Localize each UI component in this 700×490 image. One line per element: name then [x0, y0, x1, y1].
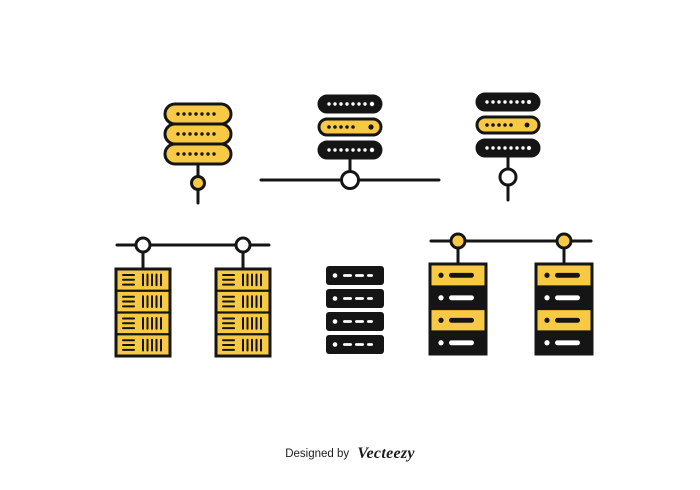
server-bars [475, 92, 541, 158]
server-tower [114, 267, 172, 358]
node-connector [498, 154, 518, 202]
node-circle [234, 236, 252, 254]
server-tower [534, 262, 594, 356]
server-towers-yellow-icon [114, 236, 272, 358]
node-connector [190, 162, 206, 205]
node-circle [555, 232, 573, 250]
server-tower [326, 266, 384, 354]
network-connector [115, 236, 271, 271]
network-connector [429, 232, 593, 266]
server-bars [317, 94, 383, 160]
node-circle [134, 236, 152, 254]
server-tower [214, 267, 272, 358]
node-circle [449, 232, 467, 250]
server-towers-striped-icon [428, 232, 594, 356]
node-circle [340, 170, 360, 190]
node-circle [498, 167, 518, 187]
network-connector [259, 156, 441, 190]
server-network-icon [259, 94, 441, 190]
server-tower-black-icon [326, 266, 384, 354]
server-stack-yellow-icon [163, 102, 233, 205]
server-bars [163, 102, 233, 166]
node-circle [190, 175, 206, 191]
credit-line: Designed by Vecteezy [0, 445, 700, 463]
server-node-icon [475, 92, 541, 202]
vecteezy-logo: Vecteezy [357, 445, 415, 462]
credit-text: Designed by [285, 448, 350, 460]
server-tower [428, 262, 488, 356]
